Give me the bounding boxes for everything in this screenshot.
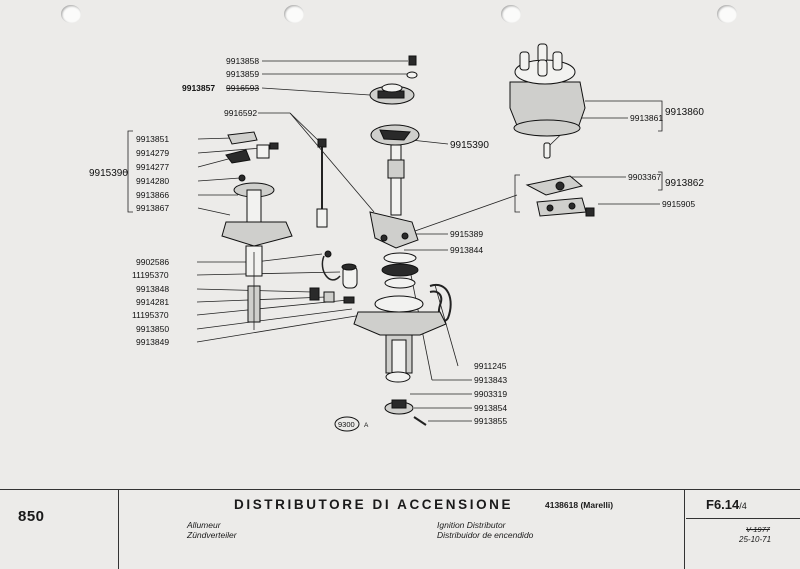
label-9913854: 9913854 xyxy=(474,403,507,413)
sheet-code: F6.14 xyxy=(706,497,740,512)
label-11195370-a: 11195370 xyxy=(132,270,169,280)
label-9914279: 9914279 xyxy=(136,148,169,158)
part-title: DISTRIBUTORE DI ACCENSIONE xyxy=(234,497,514,512)
description-cell: DISTRIBUTORE DI ACCENSIONE 4138618 (Mare… xyxy=(119,490,685,569)
label-9913844: 9913844 xyxy=(450,245,483,255)
label-9913860: 9913860 xyxy=(665,107,704,118)
leader-lines xyxy=(123,60,663,422)
title-english: Ignition Distributor xyxy=(437,520,506,530)
label-9913858: 9913858 xyxy=(226,56,259,66)
distributor-cap xyxy=(509,43,586,159)
distributor-shaft xyxy=(390,144,402,216)
binder-hole xyxy=(284,5,304,23)
binder-hole xyxy=(501,5,521,23)
part-number-labels: 9913858 9913859 9913857 9916593 9916592 … xyxy=(89,56,704,432)
spacer xyxy=(381,263,419,277)
breaker-plate xyxy=(369,211,419,249)
model-cell: 850 xyxy=(0,490,119,569)
figure-stamp-oval xyxy=(334,416,360,432)
title-french: Allumeur xyxy=(187,520,221,530)
advance-shaft-assembly xyxy=(221,131,293,330)
label-9915389: 9915389 xyxy=(450,229,483,239)
retaining-pin xyxy=(413,416,427,426)
sheet-number: F6.14/4 xyxy=(706,497,747,512)
advance-weight-plate xyxy=(221,221,293,247)
figure-letter: A xyxy=(364,422,369,429)
label-9913848: 9913848 xyxy=(136,284,169,294)
condenser xyxy=(309,250,358,304)
title-block: 850 DISTRIBUTORE DI ACCENSIONE 4138618 (… xyxy=(0,489,800,569)
label-9913859: 9913859 xyxy=(226,69,259,79)
label-9914280: 9914280 xyxy=(136,176,169,186)
label-9915390-group: 9915390 xyxy=(89,168,128,179)
model-number: 850 xyxy=(18,508,45,525)
binder-hole xyxy=(61,5,81,23)
sheet-sub: /4 xyxy=(739,501,747,511)
label-9913843: 9913843 xyxy=(474,375,507,385)
label-9913850: 9913850 xyxy=(136,324,169,334)
title-spanish: Distribuidor de encendido xyxy=(437,530,534,540)
label-9913855: 9913855 xyxy=(474,416,507,426)
revision-date-old: V-1977 xyxy=(746,525,770,534)
label-9913866: 9913866 xyxy=(136,190,169,200)
label-9913849: 9913849 xyxy=(136,337,169,347)
revision-date: 25-10-71 xyxy=(739,535,772,544)
washer xyxy=(406,71,418,79)
exploded-parts-diagram: 9913858 9913859 9913857 9916593 9916592 … xyxy=(89,43,704,432)
felt-washer xyxy=(383,252,417,264)
label-9915905: 9915905 xyxy=(662,199,695,209)
part-code: 4138618 (Marelli) xyxy=(545,500,614,510)
screw xyxy=(408,55,417,66)
label-9913851: 9913851 xyxy=(136,134,169,144)
advance-plate-parts xyxy=(525,175,595,217)
advance-spring xyxy=(227,131,258,145)
label-9915390-rotor: 9915390 xyxy=(450,140,489,151)
figure-number: 9300 xyxy=(338,420,355,429)
carbon-brush xyxy=(543,142,551,159)
label-9903367: 9903367 xyxy=(628,172,661,182)
label-9903319: 9903319 xyxy=(474,389,507,399)
distributor-central-assembly xyxy=(353,55,452,426)
screw xyxy=(585,207,595,217)
label-9913862: 9913862 xyxy=(665,178,704,189)
distributor-housing xyxy=(353,311,447,336)
label-9913857: 9913857 xyxy=(182,83,215,93)
title-german: Zündverteiler xyxy=(187,530,237,540)
label-11195370-b: 11195370 xyxy=(132,310,169,320)
label-9913861: 9913861 xyxy=(630,113,663,123)
binder-hole xyxy=(717,5,737,23)
label-9911245: 9911245 xyxy=(474,361,507,371)
label-9902586: 9902586 xyxy=(136,257,169,267)
label-9914277: 9914277 xyxy=(136,162,169,172)
label-9914281: 9914281 xyxy=(136,297,169,307)
label-9913867: 9913867 xyxy=(136,203,169,213)
label-9916592: 9916592 xyxy=(224,108,257,118)
pull-rod xyxy=(316,138,328,228)
sheet-cell: F6.14/4 V-1977 25-10-71 xyxy=(686,490,800,569)
label-9916593: 9916593 xyxy=(226,83,259,93)
